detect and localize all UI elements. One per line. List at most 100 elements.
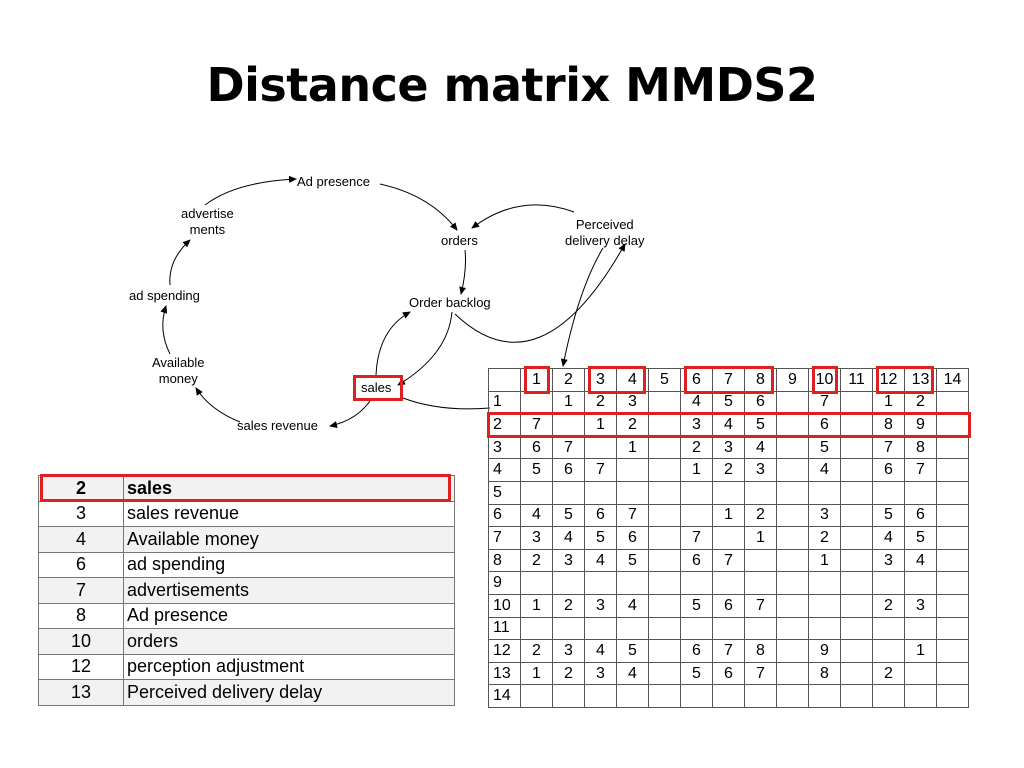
matrix-cell: 6	[872, 458, 905, 482]
matrix-cell: 4	[904, 548, 937, 573]
matrix-cell	[616, 684, 649, 708]
matrix-cell	[584, 571, 617, 595]
matrix-cell	[648, 639, 681, 663]
matrix-column-highlight	[587, 365, 646, 395]
matrix-cell	[776, 616, 809, 641]
matrix-cell	[936, 526, 969, 550]
matrix-cell: 7	[872, 435, 905, 460]
matrix-cell	[776, 548, 809, 573]
matrix-cell	[648, 435, 681, 460]
matrix-cell: 4	[616, 593, 649, 618]
matrix-cell	[680, 480, 713, 505]
matrix-cell: 3	[744, 458, 777, 482]
matrix-cell: 5	[808, 435, 841, 460]
matrix-cell	[872, 639, 905, 663]
matrix-cell	[680, 616, 713, 641]
matrix-column-highlight	[811, 365, 838, 395]
matrix-cell: 3	[584, 593, 617, 618]
matrix-row: 11	[488, 616, 969, 641]
matrix-cell	[776, 503, 809, 528]
legend-variable-name: Available money	[123, 526, 455, 553]
matrix-cell	[584, 435, 617, 460]
matrix-cell: 6	[584, 503, 617, 528]
matrix-row-header: 1	[488, 390, 521, 415]
matrix-cell	[616, 458, 649, 482]
matrix-cell: 3	[808, 503, 841, 528]
matrix-cell: 6	[744, 390, 777, 415]
matrix-cell: 5	[904, 526, 937, 550]
legend-number: 7	[38, 577, 124, 604]
matrix-cell	[648, 684, 681, 708]
legend-number: 10	[38, 628, 124, 655]
matrix-cell: 1	[744, 526, 777, 550]
matrix-cell	[840, 480, 873, 505]
matrix-row-header: 13	[488, 661, 521, 686]
matrix-cell	[936, 593, 969, 618]
matrix-cell: 5	[520, 458, 553, 482]
legend-variable-name: advertisements	[123, 577, 455, 604]
sales-highlight-box	[353, 375, 403, 401]
matrix-cell	[648, 616, 681, 641]
node-ad-spending: ad spending	[129, 288, 200, 303]
matrix-cell: 7	[744, 593, 777, 618]
matrix-cell	[840, 390, 873, 415]
matrix-row-header: 8	[488, 548, 521, 573]
matrix-cell	[936, 480, 969, 505]
legend-variable-name: Perceived delivery delay	[123, 679, 455, 706]
legend-row-highlight	[40, 474, 451, 502]
matrix-cell: 7	[616, 503, 649, 528]
matrix-cell: 4	[744, 435, 777, 460]
matrix-cell: 4	[616, 661, 649, 686]
legend-variable-name: sales	[123, 475, 455, 502]
node-ad-presence: Ad presence	[297, 174, 370, 189]
matrix-cell	[936, 684, 969, 708]
matrix-cell: 1	[616, 435, 649, 460]
matrix-cell	[680, 684, 713, 708]
matrix-cell	[616, 480, 649, 505]
legend-number: 13	[38, 679, 124, 706]
matrix-cell	[840, 571, 873, 595]
matrix-cell: 1	[872, 390, 905, 415]
matrix-cell	[584, 480, 617, 505]
matrix-cell: 3	[520, 526, 553, 550]
matrix-cell: 1	[904, 639, 937, 663]
matrix-cell: 2	[808, 526, 841, 550]
matrix-cell	[872, 571, 905, 595]
matrix-column-highlight	[523, 365, 550, 395]
matrix-cell	[840, 548, 873, 573]
matrix-cell: 1	[712, 503, 745, 528]
matrix-cell	[648, 503, 681, 528]
matrix-cell	[552, 684, 585, 708]
matrix-cell: 3	[552, 639, 585, 663]
matrix-cell	[936, 435, 969, 460]
matrix-cell	[776, 458, 809, 482]
matrix-cell	[872, 684, 905, 708]
matrix-corner-cell	[488, 368, 521, 392]
link-sales-backlog	[375, 311, 411, 376]
matrix-cell: 5	[584, 526, 617, 550]
matrix-cell: 3	[712, 435, 745, 460]
matrix-cell: 2	[584, 390, 617, 415]
matrix-cell: 6	[552, 458, 585, 482]
matrix-cell	[840, 593, 873, 618]
matrix-cell: 5	[552, 503, 585, 528]
link-backlog-delay	[454, 243, 626, 343]
matrix-cell	[648, 548, 681, 573]
matrix-cell	[744, 571, 777, 595]
matrix-cell: 6	[520, 435, 553, 460]
matrix-cell	[648, 571, 681, 595]
matrix-cell: 3	[616, 390, 649, 415]
node-perceived-delivery-delay: Perceived delivery delay	[565, 217, 645, 249]
node-sales: sales	[361, 380, 392, 395]
matrix-column-header: 11	[840, 368, 873, 392]
matrix-cell	[904, 480, 937, 505]
matrix-cell: 7	[808, 390, 841, 415]
matrix-cell	[648, 390, 681, 415]
matrix-cell: 4	[584, 639, 617, 663]
